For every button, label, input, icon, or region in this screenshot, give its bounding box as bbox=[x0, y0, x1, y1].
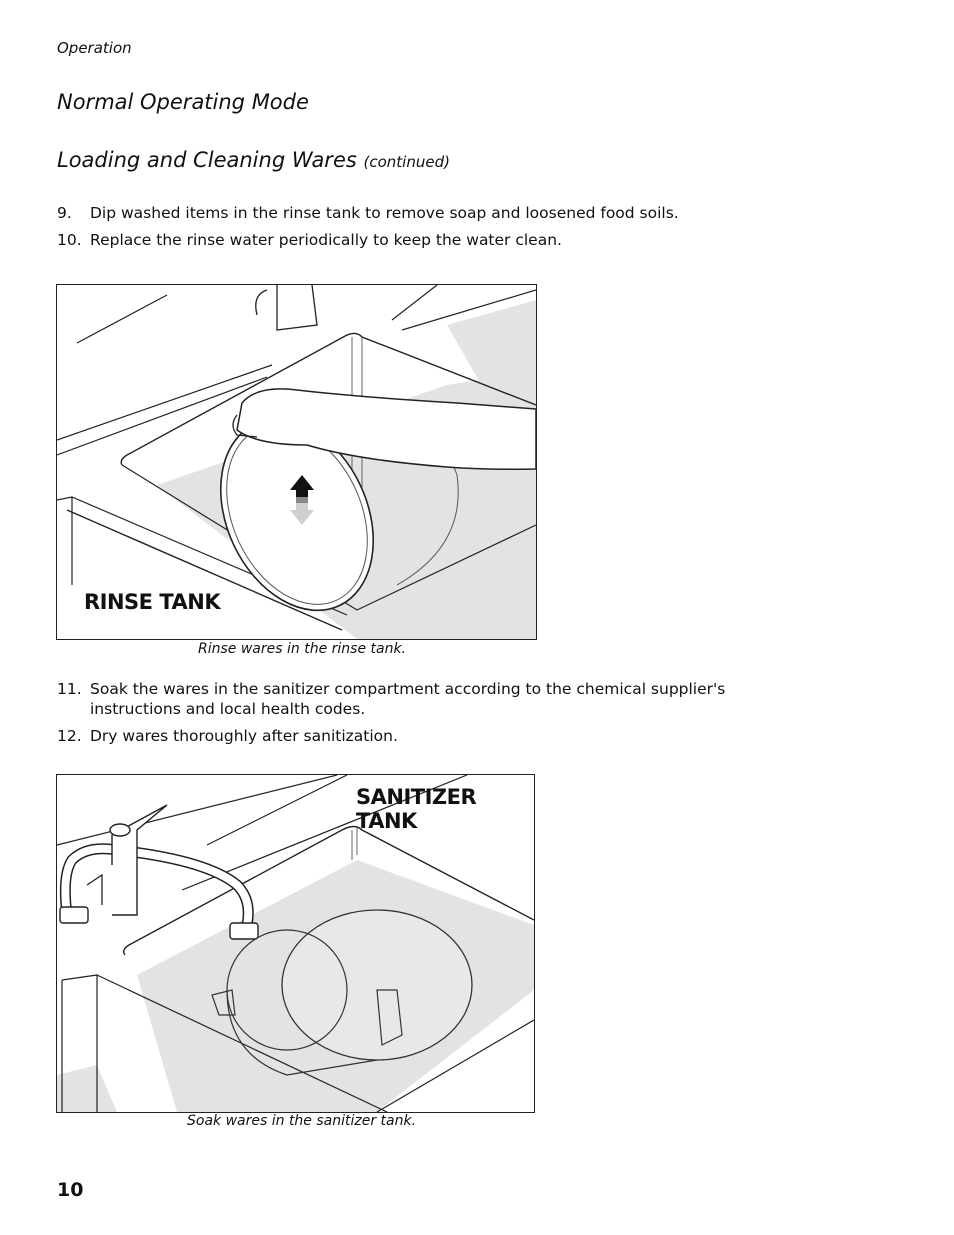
subtitle-note: (continued) bbox=[363, 153, 450, 171]
page-number: 10 bbox=[57, 1179, 84, 1201]
step-number: 9. bbox=[57, 204, 72, 222]
rinse-tank-label: RINSE TANK bbox=[84, 590, 221, 614]
page-subtitle: Loading and Cleaning Wares (continued) bbox=[57, 148, 450, 172]
step-text: Soak the wares in the sanitizer compartm… bbox=[90, 680, 726, 718]
section-label: Operation bbox=[57, 39, 132, 57]
figure-caption: Rinse wares in the rinse tank. bbox=[198, 641, 407, 657]
step-text: Replace the rinse water periodically to … bbox=[90, 231, 562, 249]
rinse-tank-drawing bbox=[57, 285, 536, 639]
step-item: 11. Soak the wares in the sanitizer comp… bbox=[57, 679, 837, 721]
step-text: Dry wares thoroughly after sanitization. bbox=[90, 727, 398, 745]
sanitizer-tank-illustration: SANITIZER TANK bbox=[56, 774, 535, 1113]
page-title: Normal Operating Mode bbox=[57, 90, 309, 114]
step-number: 12. bbox=[57, 727, 82, 745]
sanitizer-tank-label: SANITIZER TANK bbox=[356, 785, 477, 833]
rinse-tank-illustration: RINSE TANK bbox=[56, 284, 537, 640]
subtitle-text: Loading and Cleaning Wares bbox=[57, 148, 357, 172]
figure-caption: Soak wares in the sanitizer tank. bbox=[187, 1113, 417, 1129]
step-number: 11. bbox=[57, 680, 82, 698]
sanitizer-tank-drawing bbox=[57, 775, 534, 1112]
step-number: 10. bbox=[57, 231, 82, 249]
step-text: Dip washed items in the rinse tank to re… bbox=[90, 204, 679, 222]
